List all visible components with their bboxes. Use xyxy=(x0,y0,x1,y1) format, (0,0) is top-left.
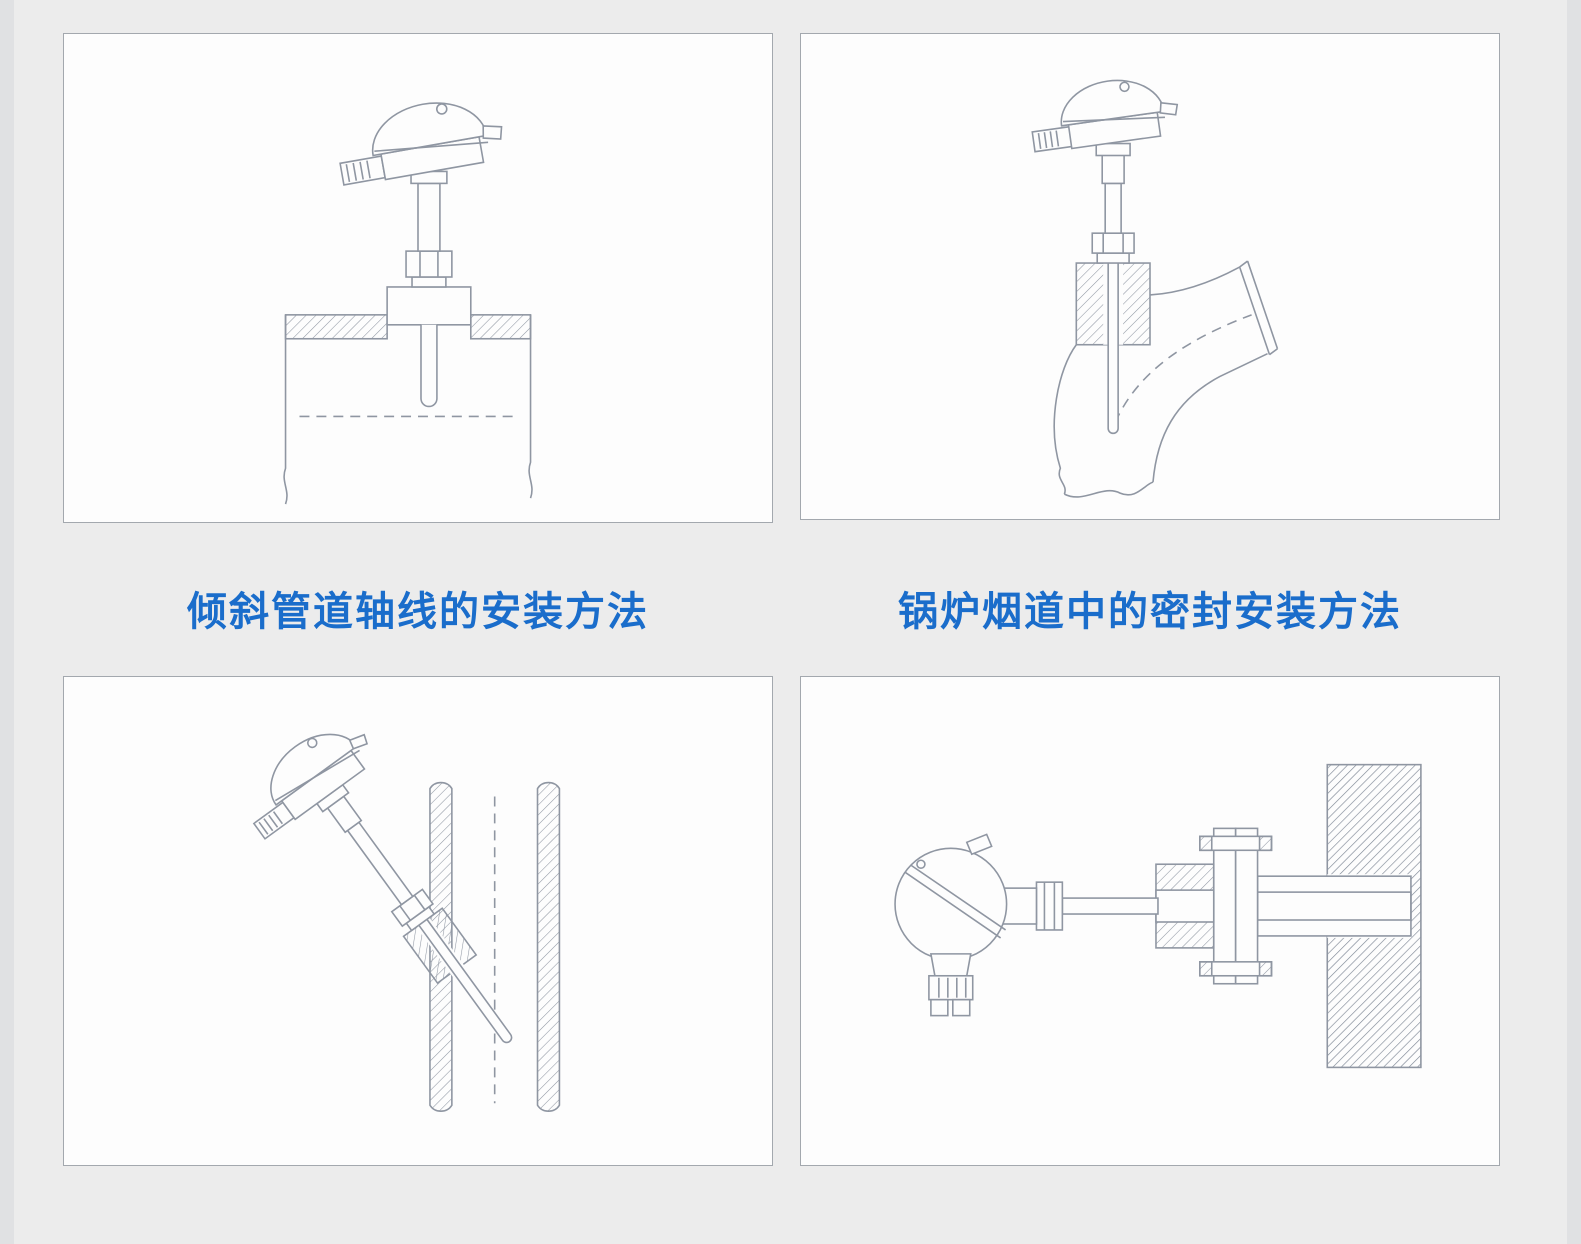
cable-gland xyxy=(928,974,974,1001)
panel-vertical-installation xyxy=(63,33,773,523)
caption-boiler-flue-installation: 锅炉烟道中的密封安装方法 xyxy=(898,589,1402,635)
connection-head xyxy=(252,733,369,840)
panel-sealed-flange-installation xyxy=(800,676,1500,1166)
flange-assembly xyxy=(1155,827,1273,985)
page-edge-left xyxy=(0,0,14,1244)
probe xyxy=(418,918,513,1044)
panel-elbow-installation xyxy=(800,33,1500,520)
caption-inclined-installation: 倾斜管道轴线的安装方法 xyxy=(187,589,649,635)
thermocouple-assembly xyxy=(1031,79,1179,435)
connection-head xyxy=(894,833,1008,1017)
thermocouple-elbow-diagram xyxy=(1031,79,1279,498)
thermocouple-assembly xyxy=(894,833,1159,1017)
thermocouple-vertical-pipe-diagram xyxy=(283,102,533,505)
connection-head xyxy=(339,102,503,186)
page-edge-right xyxy=(1567,0,1581,1244)
probe xyxy=(1107,263,1119,435)
connection-head xyxy=(1031,79,1179,153)
thermocouple-assembly xyxy=(252,733,513,1044)
thermocouple-inclined-pipe-diagram xyxy=(252,733,561,1113)
horizontal-pipe xyxy=(283,314,533,505)
pipe-elbow xyxy=(1053,260,1279,498)
thermocouple-sealed-flange-diagram xyxy=(894,763,1422,1069)
panel-inclined-installation xyxy=(63,676,773,1166)
thermocouple-assembly xyxy=(339,102,503,408)
probe xyxy=(420,324,438,408)
thermowell-sleeve xyxy=(1256,875,1412,937)
stem xyxy=(1061,897,1159,915)
